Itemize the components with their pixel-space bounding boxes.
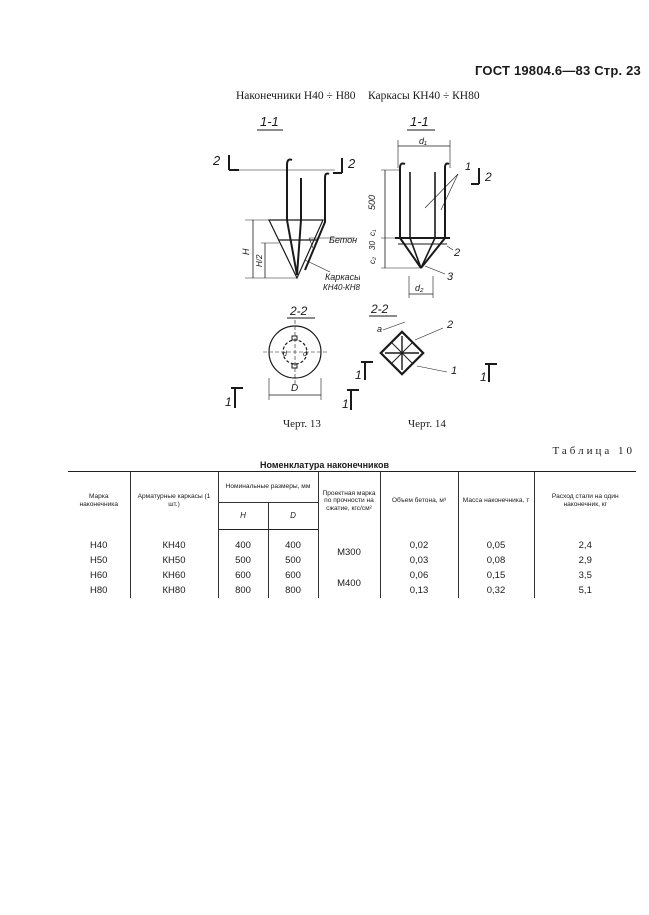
caption-fig-13: Черт. 13 [283, 418, 321, 430]
position-3: 3 [447, 271, 454, 283]
table-row: Н60 КН60 600 600 М400 0,06 0,15 3,5 [68, 568, 636, 598]
header-nominal: Номинальные размеры, мм [217, 471, 318, 503]
header-mass: Масса наконечника, т [457, 471, 534, 530]
drawing-13: 1-1 2 2 H H/2 Бетон Каркасы КН40-КН80 2-… [212, 114, 360, 411]
cell-frame: КН80 [129, 583, 218, 598]
nomenclature-table: Марка наконечника Арматурные каркасы (1 … [68, 471, 636, 598]
caption-frames: Каркасы КН40 ÷ КН80 [368, 90, 480, 102]
dim-d1: d₁ [419, 136, 427, 146]
cell-mass: 0,15 [457, 568, 534, 583]
section-mark-2-14: 2 [484, 170, 492, 184]
page-header: ГОСТ 19804.6—83 Стр. 23 [475, 63, 641, 78]
dim-a: a [377, 324, 382, 334]
table-title: Номенклатура наконечников [260, 460, 389, 470]
cell-mark: Н40 [90, 539, 108, 551]
header-frame: Арматурные каркасы (1 шт.) [129, 471, 218, 530]
label-kn40-kn80: КН40-КН80 [323, 283, 360, 292]
cell-h: 500 [217, 553, 268, 568]
label-d-right: d [303, 351, 308, 358]
dim-30: 30 [368, 241, 377, 250]
header-mark: Марка наконечника [68, 471, 130, 530]
caption-fig-14: Черт. 14 [408, 418, 446, 430]
cell-strength: М300 [317, 529, 380, 568]
header-volume: Объем бетона, м³ [379, 471, 458, 530]
cell-h: 600 [217, 568, 268, 583]
dim-h: H [241, 248, 251, 255]
section-mark-left: 2 [212, 153, 221, 168]
cell-d: 500 [267, 553, 318, 568]
table-row: Н80 КН80 800 800 0,13 0,32 5,1 [68, 583, 636, 598]
dim-d2: d₂ [415, 283, 424, 293]
cell-volume: 0,06 [379, 568, 458, 583]
caption-tips: Наконечники Н40 ÷ Н80 [236, 90, 356, 102]
cell-frame: КН50 [129, 553, 218, 568]
cell-steel: 3,5 [533, 568, 636, 583]
dim-h-half: H/2 [255, 254, 264, 267]
dim-c2: c₂ [368, 257, 377, 264]
cell-h: 400 [217, 529, 268, 553]
section-2-2-label-14: 2-2 [370, 302, 389, 316]
cell-volume: 0,02 [379, 529, 458, 553]
dim-500: 500 [367, 195, 377, 210]
section-2-2-label: 2-2 [289, 304, 308, 318]
header-h: H [217, 502, 268, 530]
dim-d: D [291, 383, 298, 394]
cell-mark: Н50 [90, 555, 108, 566]
cell-mark: Н80 [90, 585, 108, 596]
header-strength: Проектная марка по прочности на сжатие, … [317, 471, 380, 530]
dim-c1: c₁ [368, 229, 377, 236]
cell-frame: КН40 [129, 529, 218, 553]
cell-h: 800 [217, 583, 268, 598]
cell-volume: 0,13 [379, 583, 458, 598]
section-1-1-label: 1-1 [260, 114, 279, 129]
cell-steel: 5,1 [533, 583, 636, 598]
cell-d: 400 [267, 529, 318, 553]
position-2: 2 [453, 247, 460, 259]
cell-frame: КН60 [129, 568, 218, 583]
label-beton: Бетон [329, 235, 357, 245]
header-steel: Расход стали на один наконечник, кг [533, 471, 636, 530]
cell-steel: 2,4 [533, 529, 636, 553]
section-mark-1-left: 1 [225, 395, 232, 409]
table-label: Таблица 10 [552, 445, 635, 457]
cell-d: 600 [267, 568, 318, 583]
section-1-1-label-14: 1-1 [410, 114, 429, 129]
cell-volume: 0,03 [379, 553, 458, 568]
cell-d: 800 [267, 583, 318, 598]
cell-mass: 0,32 [457, 583, 534, 598]
header-d: D [267, 502, 318, 530]
section-mark-right: 2 [347, 156, 356, 171]
cell-steel: 2,9 [533, 553, 636, 568]
position-1-plan: 1 [451, 365, 457, 377]
position-2-plan: 2 [446, 319, 453, 331]
label-d-left: d [283, 351, 288, 358]
section-mark-1-right: 1 [342, 397, 349, 411]
label-karkasy: Каркасы [325, 272, 360, 282]
position-1: 1 [465, 161, 471, 173]
cell-mark: Н60 [90, 570, 108, 581]
cell-mass: 0,08 [457, 553, 534, 568]
section-mark-1-left-14: 1 [355, 368, 362, 382]
cell-strength: М400 [317, 568, 380, 598]
cell-mass: 0,05 [457, 529, 534, 553]
drawing-14: 1-1 d₁ 500 30 c₁ c₂ d₂ 1 2 2 3 2-2 a 2 1… [355, 114, 497, 384]
table-row: Н40 КН40 400 400 М300 0,02 0,05 2,4 [68, 529, 636, 568]
section-mark-1-right-14: 1 [480, 370, 487, 384]
table-row: Н50 КН50 500 500 0,03 0,08 2,9 [68, 553, 636, 568]
